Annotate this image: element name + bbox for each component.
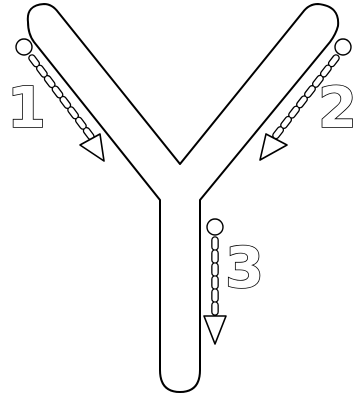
stroke-3-number: 3 (225, 236, 264, 301)
stroke-1-start-dot (16, 39, 32, 55)
stroke-2-start-dot (335, 39, 351, 55)
stroke-3-arrowhead (204, 316, 226, 344)
stroke-1-arrowhead (80, 134, 104, 161)
stroke-1-number: 1 (7, 76, 46, 141)
stroke-2-arrowhead (260, 134, 287, 160)
stroke-2-number: 2 (318, 76, 357, 141)
letter-y-outline (28, 4, 338, 392)
letter-y-shape (28, 4, 338, 392)
stroke-3-guide: 3 (204, 219, 264, 344)
stroke-3-start-dot (207, 219, 223, 235)
